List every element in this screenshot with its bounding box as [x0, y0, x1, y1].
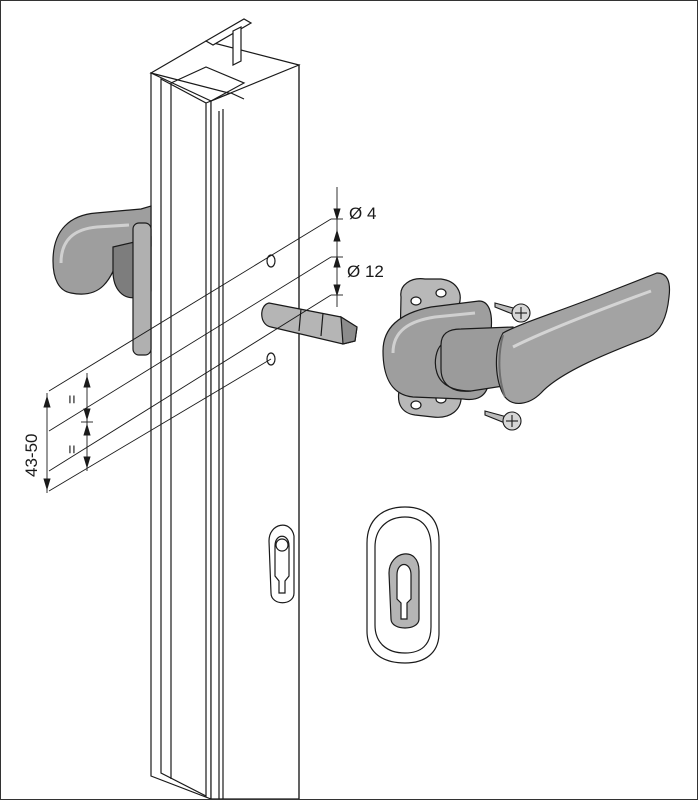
equal-mark-lower: =	[64, 445, 81, 454]
door-profile	[149, 18, 301, 799]
distance-range-label: 43-50	[22, 434, 41, 477]
upper-screw-hole	[266, 254, 276, 268]
lever-handle	[495, 272, 671, 404]
hole-large-label: Ø 12	[347, 262, 384, 281]
screws	[484, 302, 531, 431]
lower-screw	[484, 410, 522, 431]
dimension-lines	[43, 187, 343, 493]
spindle	[261, 302, 358, 345]
front-handle-assembly	[382, 272, 671, 418]
key-escutcheon	[366, 506, 440, 664]
equal-mark-upper: =	[64, 395, 81, 404]
profile-cylinder-cutout	[268, 524, 295, 604]
back-handle	[52, 205, 152, 356]
upper-screw	[494, 302, 531, 323]
hole-small-label: Ø 4	[349, 204, 376, 223]
